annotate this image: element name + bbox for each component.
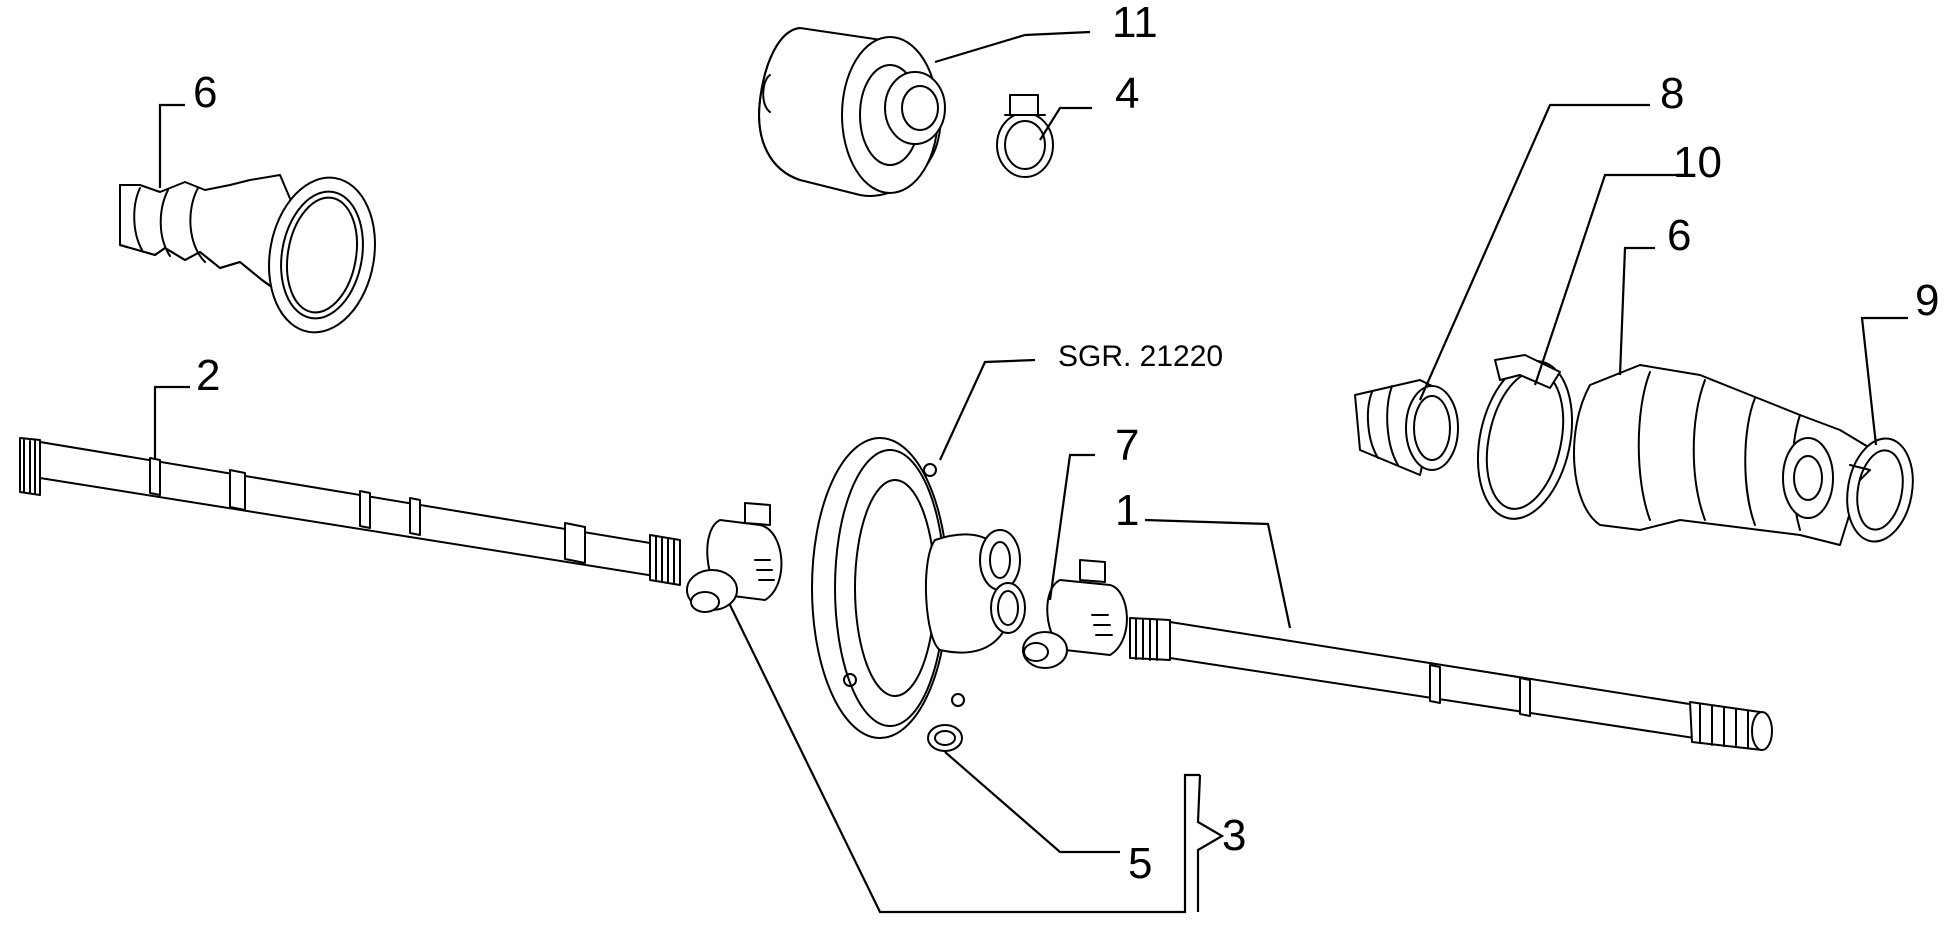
callout-6-left: 6 bbox=[193, 68, 217, 117]
small-clamp bbox=[996, 94, 1054, 178]
joint-housing bbox=[758, 27, 946, 197]
callout-3: 3 bbox=[1222, 811, 1246, 860]
callout-8: 8 bbox=[1660, 69, 1684, 118]
hose-clamp bbox=[1476, 354, 1574, 520]
right-shaft bbox=[1129, 617, 1773, 751]
ring-band bbox=[1846, 437, 1914, 543]
small-boot bbox=[1354, 379, 1459, 476]
callout-1: 1 bbox=[1115, 486, 1139, 535]
callout-5: 5 bbox=[1128, 839, 1152, 888]
boot-right bbox=[1573, 364, 1871, 546]
o-ring bbox=[927, 724, 963, 752]
left-shaft bbox=[19, 437, 681, 586]
callout-6-right: 6 bbox=[1667, 211, 1691, 260]
callout-2: 2 bbox=[196, 351, 220, 400]
callout-4: 4 bbox=[1115, 69, 1139, 118]
callout-10: 10 bbox=[1673, 138, 1722, 187]
spider-gear-left bbox=[686, 502, 783, 613]
boot-left bbox=[119, 174, 376, 334]
reference-code: SGR. 21220 bbox=[1058, 340, 1223, 373]
callout-11: 11 bbox=[1112, 0, 1158, 47]
spider-gear-right bbox=[1022, 559, 1128, 669]
leader-lines bbox=[153, 30, 1908, 914]
callout-9: 9 bbox=[1915, 276, 1939, 325]
callout-7: 7 bbox=[1115, 421, 1139, 470]
snap-ring bbox=[990, 582, 1026, 634]
differential-carrier bbox=[811, 437, 1021, 739]
